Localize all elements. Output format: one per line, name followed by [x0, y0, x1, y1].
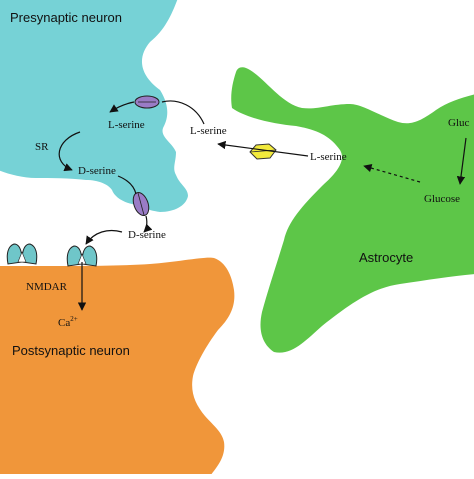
nmdar-receptor-right — [66, 245, 98, 267]
arrow-glucose-to-lserine — [363, 164, 421, 183]
sr-label: SR — [35, 141, 49, 153]
calcium-superscript: 2+ — [70, 315, 78, 323]
cleft-dserine-label: D-serine — [128, 229, 166, 241]
presynaptic-neuron-label: Presynaptic neuron — [10, 10, 122, 25]
postsynaptic-neuron-label: Postsynaptic neuron — [12, 343, 130, 358]
nmdar-receptor-left — [6, 243, 38, 265]
astrocyte-lserine-label: L-serine — [310, 151, 347, 163]
calcium-label: Ca2+ — [58, 315, 78, 329]
hexagon-divider — [249, 149, 277, 153]
glucose-label: Glucose — [424, 193, 460, 205]
presynaptic-neuron-shape — [0, 0, 188, 212]
astrocyte-label: Astrocyte — [359, 250, 413, 265]
arrow-dserine-to-transporter — [117, 175, 137, 195]
postsynaptic-neuron-shape — [0, 257, 235, 476]
arrow-astro-lserine-to-cleft — [217, 140, 309, 157]
arrow-dserine-to-nmdar — [85, 229, 123, 245]
nmdar-label: NMDAR — [26, 281, 68, 293]
cleft-lserine-label: L-serine — [190, 125, 227, 137]
glucose-top-label: Gluc — [448, 117, 470, 129]
calcium-base: Ca — [58, 317, 70, 329]
lower-transporter-divider — [137, 192, 145, 216]
astrocyte-shape — [231, 67, 474, 353]
arrow-gluc-to-glucose — [456, 137, 467, 185]
arrow-cleft-lserine-to-presyn — [161, 100, 205, 125]
arrow-transporter-to-cleft-dserine — [143, 215, 153, 233]
arrow-transporter-to-presyn-lserine — [109, 101, 135, 113]
arrow-sr-conversion — [58, 131, 81, 172]
presyn-dserine-label: D-serine — [78, 165, 116, 177]
presyn-lserine-label: L-serine — [108, 119, 145, 131]
